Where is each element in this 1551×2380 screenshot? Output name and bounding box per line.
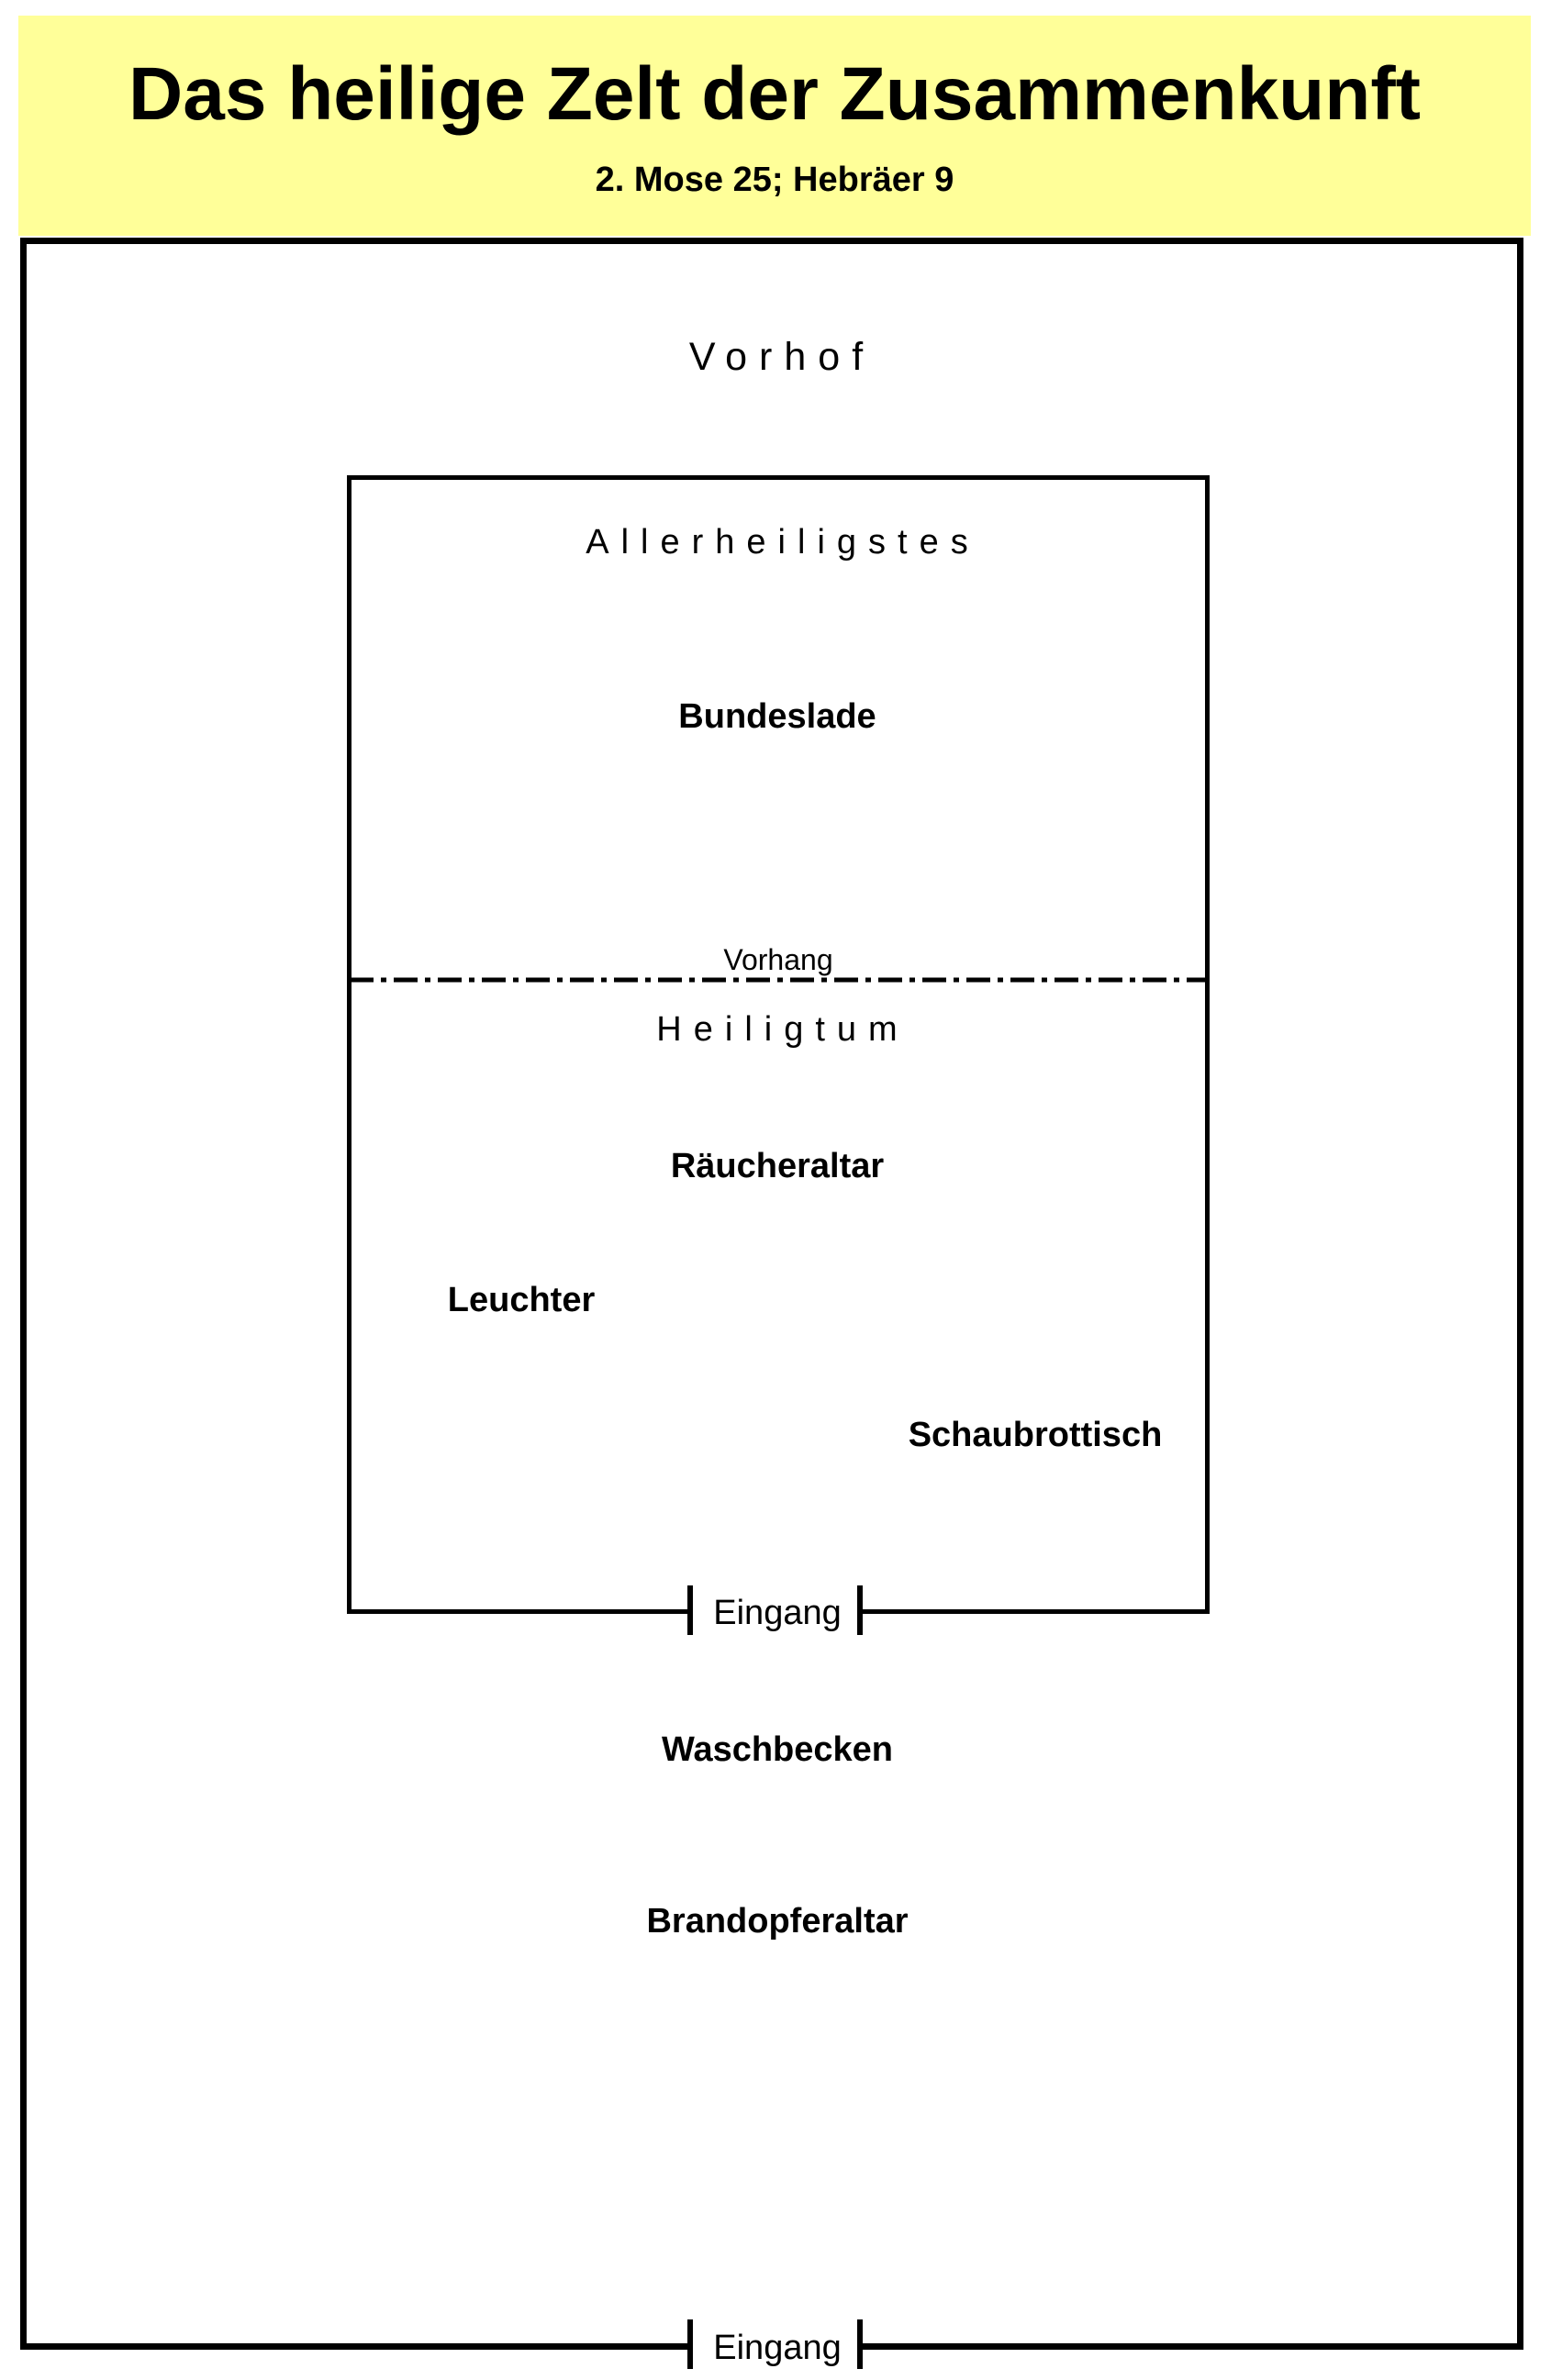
court-entrance-post-left bbox=[687, 2319, 693, 2369]
curtain-label: Vorhang bbox=[723, 943, 833, 976]
page-subtitle: 2. Mose 25; Hebräer 9 bbox=[595, 161, 954, 199]
laver-label: Waschbecken bbox=[661, 1730, 894, 1769]
tent-entrance-opening bbox=[690, 1605, 861, 1618]
lampstand-label: Leuchter bbox=[447, 1281, 596, 1319]
curtain-line bbox=[350, 975, 1207, 984]
court-entrance-opening bbox=[690, 2340, 861, 2354]
showbread-table-label: Schaubrottisch bbox=[908, 1416, 1163, 1454]
ark-label: Bundeslade bbox=[678, 697, 876, 736]
page-title: Das heilige Zelt der Zusammenkunft bbox=[128, 52, 1421, 136]
tent-entrance-post-right bbox=[857, 1585, 863, 1635]
title-banner: Das heilige Zelt der Zusammenkunft 2. Mo… bbox=[18, 16, 1531, 236]
incense-altar-label: Räucheraltar bbox=[670, 1147, 885, 1185]
court-label: Vorhof bbox=[688, 335, 876, 379]
holy-of-holies-label: Allerheiligstes bbox=[586, 523, 980, 562]
burnt-offering-altar-label: Brandopferaltar bbox=[646, 1902, 909, 1941]
tent-entrance-post-left bbox=[687, 1585, 693, 1635]
holy-place-label: Heiligtum bbox=[656, 1010, 909, 1049]
court-entrance-post-right bbox=[857, 2319, 863, 2369]
court-entrance-label: Eingang bbox=[713, 2329, 842, 2367]
tent-entrance-label: Eingang bbox=[713, 1594, 842, 1632]
